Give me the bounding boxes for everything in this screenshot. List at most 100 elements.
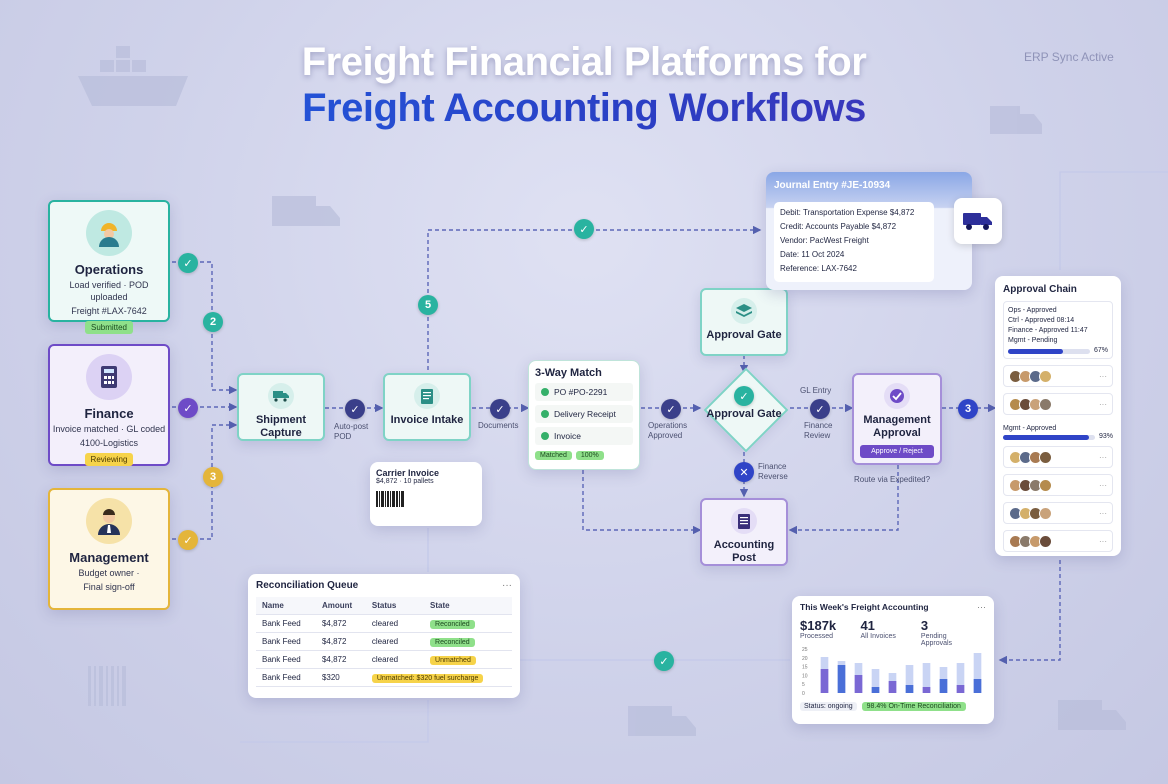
bar-segment [837,665,846,693]
approve-reject-button[interactable]: Approve / Reject [860,445,934,458]
stack-icon [731,298,757,324]
role-desc: Final sign-off [83,582,135,592]
step-accounting-post[interactable]: Accounting Post [700,498,788,566]
check-icon: ✓ [654,651,674,671]
chain-line: Ops - Approved [1008,307,1057,314]
bar-segment [820,669,829,693]
close-icon: ✕ [734,462,754,482]
step-approval-gate-top[interactable]: Approval Gate [700,288,788,356]
bar-segment [939,679,948,693]
bar-total [871,669,880,693]
approval-chain-panel[interactable]: Approval Chain Ops - Approved Ctrl - App… [995,276,1121,556]
document-icon [414,383,440,409]
step-invoice-intake[interactable]: Invoice Intake [383,373,471,441]
bar-segment [854,675,863,693]
approver-row[interactable]: ··· [1003,365,1113,387]
progress-percent: 93% [1098,432,1113,440]
approver-row[interactable]: ··· [1003,474,1113,496]
approver-row[interactable]: ··· [1003,393,1113,415]
barcode-icon [376,491,436,507]
bar-segment [905,685,914,693]
journal-title: Journal Entry #JE-10934 [774,180,891,191]
progress-percent: 67% [1093,346,1108,354]
approval-chain-title: Approval Chain [1003,284,1077,295]
step-label: Shipment Capture [255,414,307,439]
edge-label: Documents [478,421,519,430]
calculator-icon [86,354,132,400]
check-icon: ✓ [734,386,754,406]
y-tick-label: 10 [802,673,808,679]
bar-segment [973,679,982,693]
check-icon: ✓ [574,219,594,239]
more-icon[interactable]: ··· [502,580,512,591]
check-icon: ✓ [810,399,830,419]
title-line-1: Freight Financial Platforms for [301,40,867,84]
three-way-match-card[interactable]: 3-Way Match PO #PO-2291 Delivery Receipt… [528,360,640,470]
role-name: Management [69,550,149,565]
y-tick-label: 5 [802,682,805,688]
match-item: Invoice [535,427,633,445]
worker-icon [86,210,132,256]
edge-label: Finance Review [804,421,833,440]
col-header: Amount [315,597,366,615]
step-badge: 3 [958,399,978,419]
journal-line: Debit: Transportation Expense $4,872 [780,208,915,217]
progress-bar [1003,435,1089,440]
step-badge: 3 [203,467,223,487]
more-icon[interactable]: ··· [977,602,986,612]
role-desc: Freight #LAX-7642 [71,306,147,316]
step-badge: 2 [203,312,223,332]
edge-label: Operations Approved [648,421,688,440]
step-shipment-capture[interactable]: Shipment Capture [237,373,325,441]
edge-label: GL Entry [800,386,832,395]
step-label: Approval Gate [706,408,782,420]
journal-line: Credit: Accounts Payable $4,872 [780,222,897,231]
check-icon: ✓ [178,253,198,273]
status-badge: Submitted [84,321,134,334]
role-management[interactable]: Management Budget owner · Final sign-off [48,488,170,610]
truck-icon [954,198,1002,244]
y-tick-label: 20 [802,656,808,662]
check-icon: ✓ [178,530,198,550]
approver-row[interactable]: ··· [1003,530,1113,552]
y-tick-label: 25 [802,647,808,653]
journal-line: Date: 11 Oct 2024 [780,250,845,259]
carrier-invoice-card[interactable]: Carrier Invoice $4,872 · 10 pallets [370,462,482,526]
footer-reconciliation: 98.4% On-Time Reconciliation [861,702,966,711]
role-finance[interactable]: Finance Invoice matched · GL coded 4100-… [48,344,170,466]
journal-line: Vendor: PacWest Freight [780,236,869,245]
weekly-accounting-card[interactable]: This Week's Freight Accounting ··· $187k… [792,596,994,724]
reconciliation-queue[interactable]: Reconciliation Queue ··· Name Amount Sta… [248,574,520,698]
col-header: State [424,597,512,615]
matched-badge: Matched [535,451,572,460]
step-label: Management Approval [863,414,931,439]
carrier-invoice-amount: $4,872 · 10 pallets [376,478,434,485]
approval-gate-diamond[interactable]: ✓ Approval Gate [703,367,789,453]
truck-icon [268,383,294,409]
carrier-invoice-title: Carrier Invoice [376,468,440,478]
bar-total [973,653,982,693]
role-operations[interactable]: Operations Load verified · POD uploaded … [48,200,170,334]
journal-entry-card[interactable]: Journal Entry #JE-10934 Debit: Transport… [766,172,1002,290]
manager-icon [86,498,132,544]
role-desc: Load verified · POD uploaded [69,280,149,302]
progress-bar [1008,349,1063,354]
approver-row[interactable]: ··· [1003,446,1113,468]
approver-row[interactable]: ··· [1003,502,1113,524]
role-name: Finance [84,406,134,421]
role-desc: Invoice matched · GL coded [52,424,166,434]
journal-line: Reference: LAX-7642 [780,264,857,273]
role-name: Operations [74,262,144,277]
step-management-approval[interactable]: Management Approval Approve / Reject [852,373,942,465]
edge-label: Finance Reverse [758,462,788,481]
step-label: Approval Gate [706,329,782,341]
bar-total [905,665,914,693]
check-icon: ✓ [345,399,365,419]
bar-segment [956,685,965,693]
